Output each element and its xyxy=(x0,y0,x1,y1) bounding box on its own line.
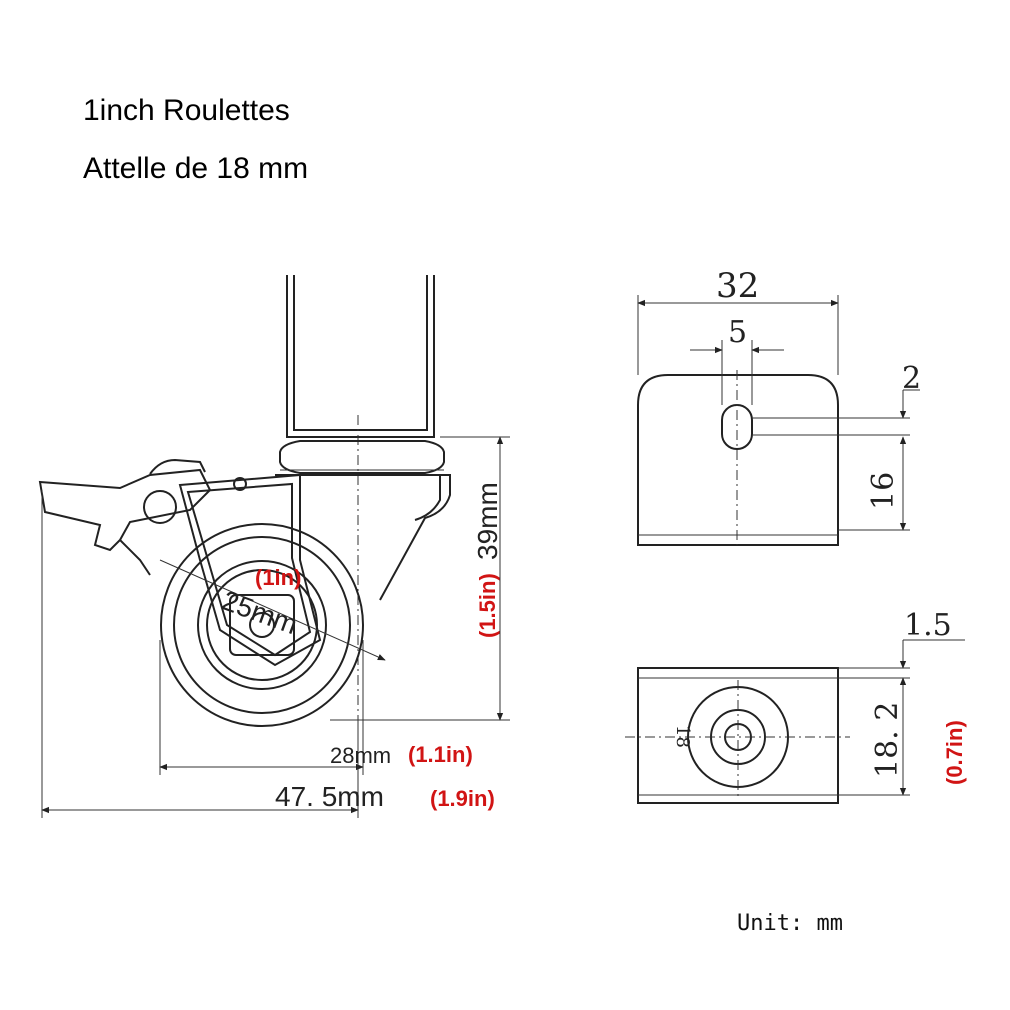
height-dim-mm: 39mm xyxy=(472,482,503,560)
bracket-top-view xyxy=(625,639,965,804)
top-inner-dim: 18 xyxy=(672,725,693,748)
wheel-outer xyxy=(160,523,364,727)
wheel-dim-in: (1in) xyxy=(255,565,301,590)
wheel-axle xyxy=(249,612,275,638)
subtitle: Attelle de 18 mm xyxy=(83,152,309,185)
front-slot-dim: 5 xyxy=(728,315,747,350)
length-dim-in: (1.9in) xyxy=(430,786,495,811)
front-edge-dim: 2 xyxy=(902,361,921,396)
top-outer-in-dim: (0.7in) xyxy=(942,720,967,785)
top-plate xyxy=(279,440,445,474)
front-width-dim: 32 xyxy=(716,266,759,306)
length-dim-mm: 47. 5mm xyxy=(275,781,384,812)
width-dim-mm: 28mm xyxy=(330,743,391,768)
front-slot-height-dim: 16 xyxy=(866,472,901,510)
height-dim-in: (1.5in) xyxy=(475,573,500,638)
brake-lever xyxy=(38,468,212,552)
title: 1inch Roulettes xyxy=(83,94,290,127)
caster-side-view xyxy=(38,275,510,818)
top-outer-dim: 18. 2 xyxy=(870,702,905,778)
lever-pivot xyxy=(143,490,177,524)
swivel-housing xyxy=(275,474,451,601)
wheel-hub xyxy=(197,560,327,690)
fork-arm xyxy=(178,473,322,667)
width-dim-in: (1.1in) xyxy=(408,742,473,767)
top-thickness-dim: 1.5 xyxy=(904,608,952,643)
stem-bracket xyxy=(286,275,435,438)
unit-label: Unit: mm xyxy=(737,911,843,936)
bracket-front-view xyxy=(637,295,920,546)
bracket-outline xyxy=(637,374,839,546)
bracket-plate xyxy=(637,667,839,804)
